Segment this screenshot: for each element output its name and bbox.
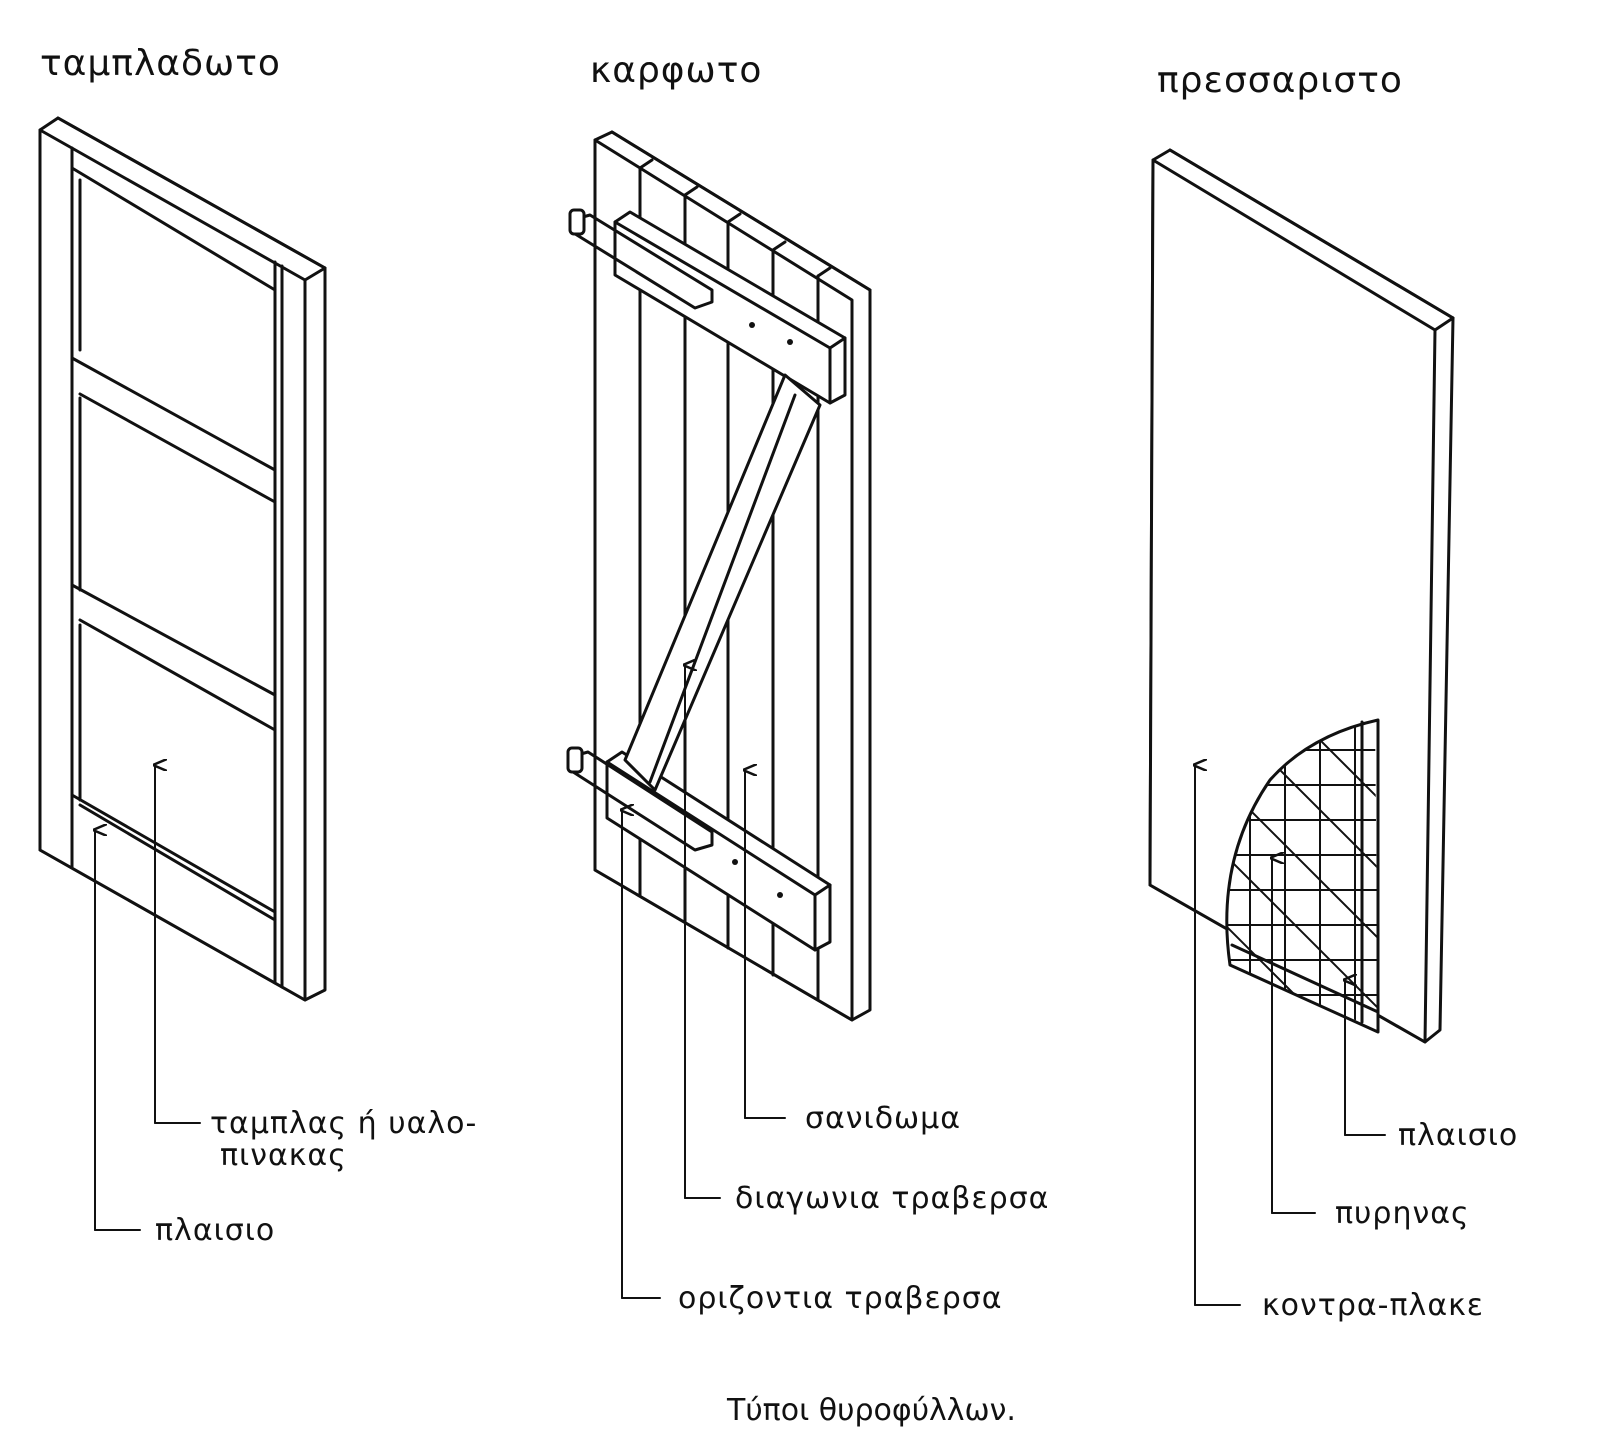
label-frame-flush: πλαισιο [1398, 1118, 1518, 1153]
title-panelled-door: ταμπλαδωτο [40, 43, 281, 84]
label-panel-or-glass-1: ταμπλας ή υαλο- [210, 1106, 477, 1141]
label-boarding: σανιδωμα [805, 1101, 961, 1136]
label-frame-panelled: πλαισιο [155, 1213, 275, 1248]
flush-door [1148, 148, 1455, 1306]
panelled-door-frame [38, 128, 307, 1002]
title-flush-door: πρεσσαριστο [1157, 60, 1403, 101]
label-panel-or-glass-2: πινακας [220, 1138, 347, 1173]
boarded-door [566, 130, 872, 1299]
label-core: πυρηνας [1335, 1196, 1470, 1231]
panelled-door [38, 116, 327, 1231]
label-plywood: κοντρα-πλακε [1262, 1288, 1484, 1323]
label-horizontal-ledge: οριζοντια τραβερσα [678, 1281, 1003, 1316]
figure-caption: Τύποι θυροφύλλων. [726, 1393, 1016, 1428]
title-boarded-door: καρφωτο [590, 50, 762, 91]
label-diagonal-brace: διαγωνια τραβερσα [735, 1181, 1049, 1216]
